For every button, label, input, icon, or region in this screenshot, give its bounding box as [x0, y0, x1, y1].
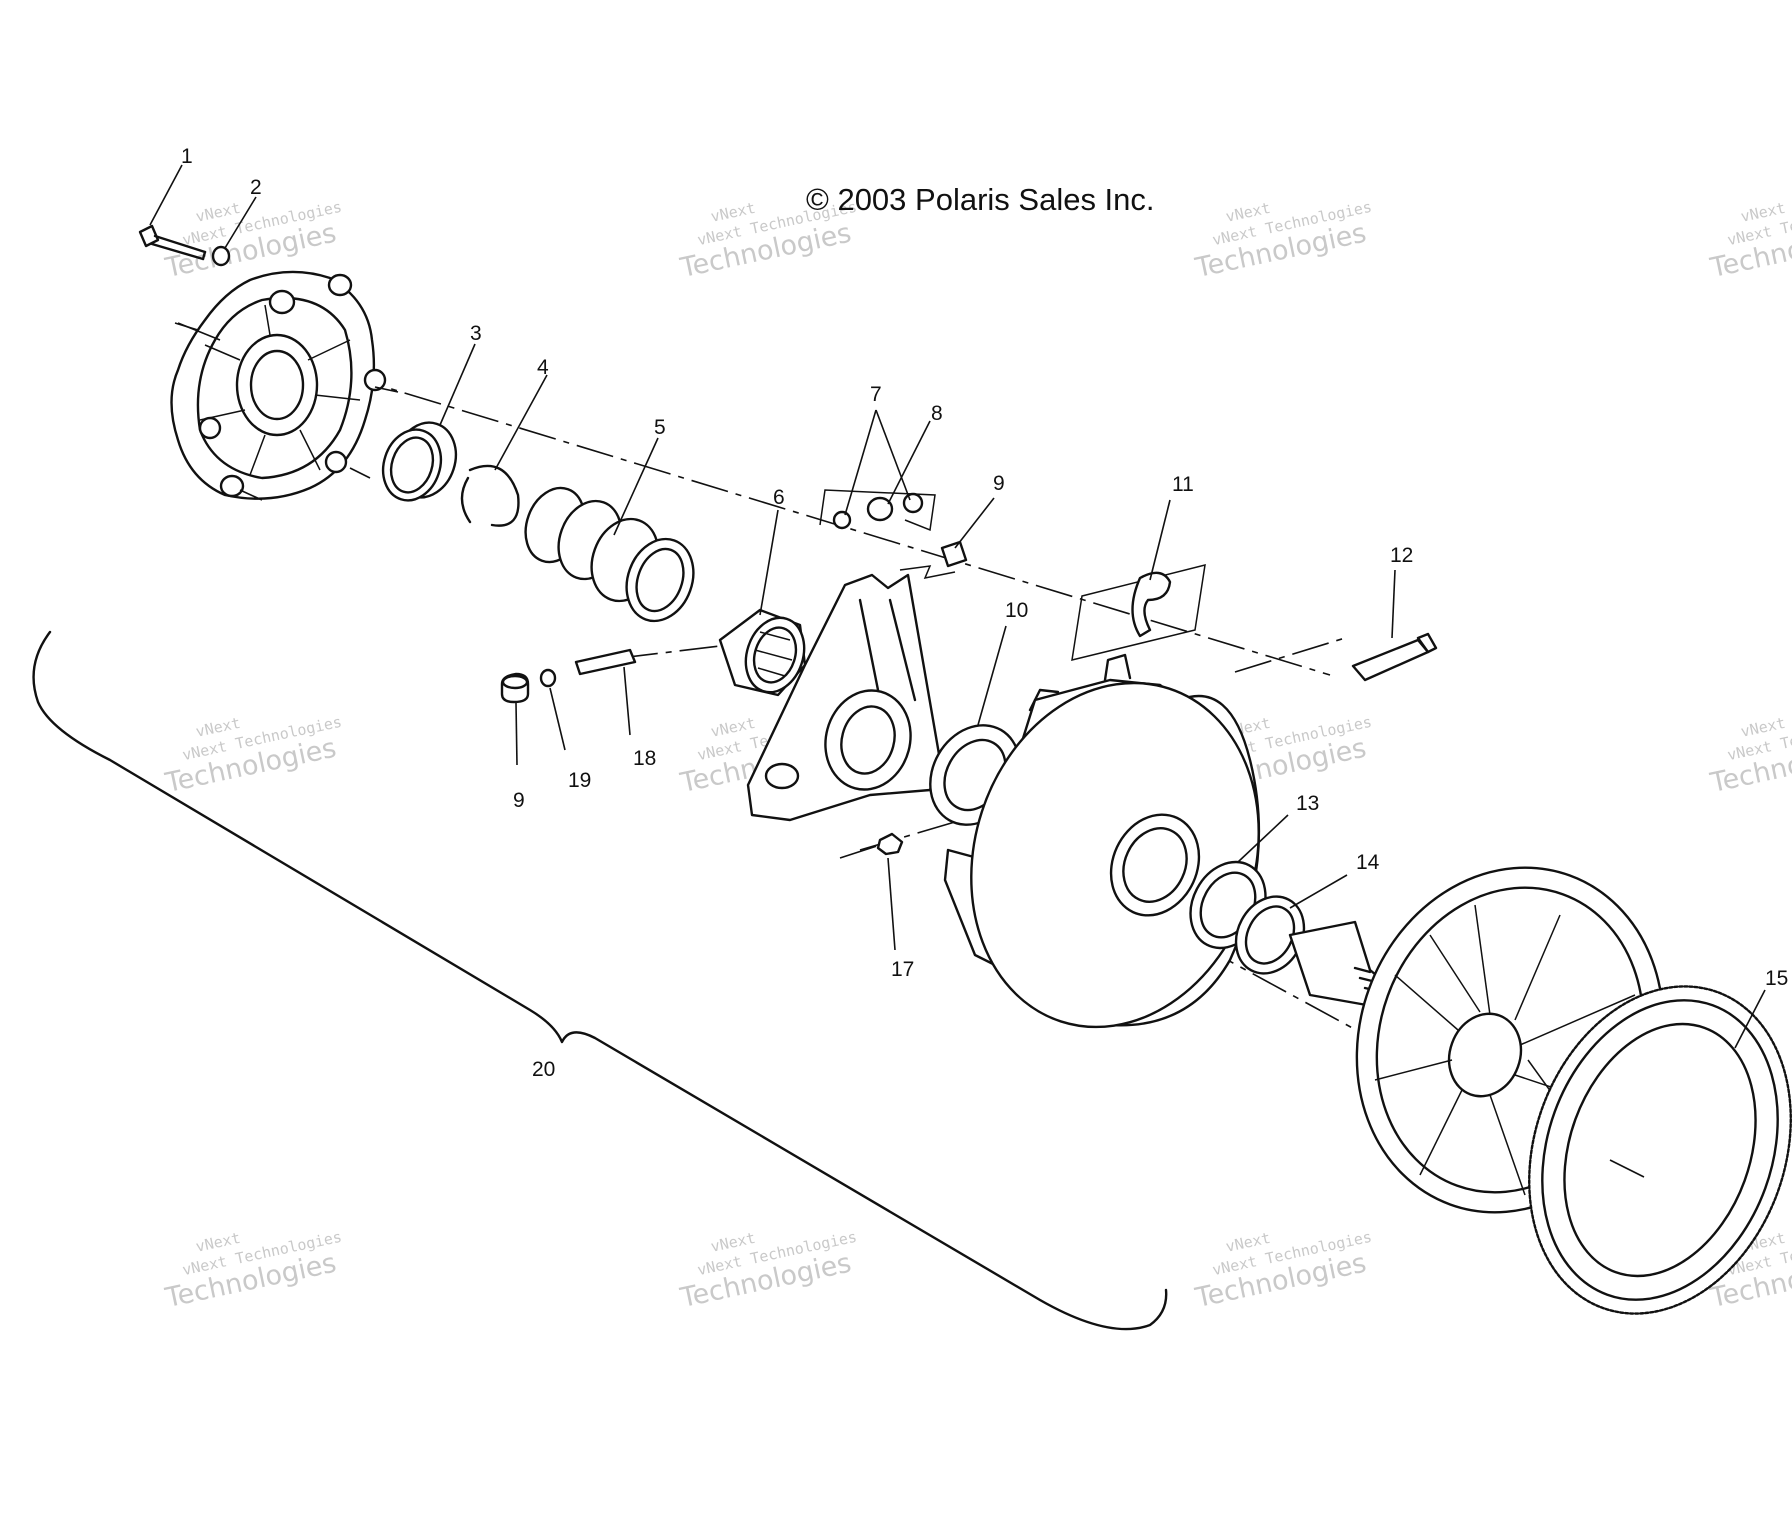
- callout-19: 19: [568, 769, 591, 792]
- callout-4: 4: [537, 356, 549, 379]
- bushing-part: [381, 421, 458, 502]
- callout-3: 3: [470, 322, 482, 345]
- callout-13: 13: [1296, 792, 1319, 815]
- clip-part: [1071, 563, 1206, 661]
- snap-ring-part: [460, 464, 520, 527]
- callout-5: 5: [654, 416, 666, 439]
- button-upper-part: [899, 540, 968, 580]
- callout-9-lower: 9: [513, 789, 525, 812]
- callout-8: 8: [931, 402, 943, 425]
- callout-7: 7: [870, 383, 882, 406]
- callout-2: 2: [250, 176, 262, 199]
- callout-17: 17: [891, 958, 914, 981]
- assembly-brace: [32, 630, 1168, 1331]
- copyright-notice: © 2003 Polaris Sales Inc.: [806, 182, 1155, 217]
- callout-18: 18: [633, 747, 656, 770]
- arm-assembly-part: [746, 573, 942, 822]
- bolt-part: [138, 224, 207, 261]
- callout-15: 15: [1765, 967, 1788, 990]
- callout-1: 1: [181, 145, 193, 168]
- cover-plate-part: [170, 270, 399, 501]
- washer-part: [211, 245, 231, 267]
- callout-9-upper: 9: [993, 472, 1005, 495]
- callout-14: 14: [1356, 851, 1380, 874]
- callout-10: 10: [1005, 599, 1028, 622]
- callout-labels: 1 2 3 4 5 6 7 8 9 10 11 12 13 14 15 17 1…: [181, 145, 1788, 1081]
- nut-part: [839, 832, 904, 859]
- callout-12: 12: [1390, 544, 1413, 567]
- spring-part: [524, 486, 695, 623]
- callout-20: 20: [532, 1058, 555, 1081]
- ring-gear-part: [1528, 985, 1792, 1315]
- pin-oring-button-parts: [500, 648, 637, 704]
- leader-lines: [149, 164, 1766, 1049]
- callout-6: 6: [773, 486, 785, 509]
- axle-pin-part: [1351, 632, 1438, 682]
- callout-11: 11: [1172, 473, 1194, 496]
- roller-washers-part: [819, 489, 936, 532]
- moveable-sheave-part: [943, 653, 1261, 1029]
